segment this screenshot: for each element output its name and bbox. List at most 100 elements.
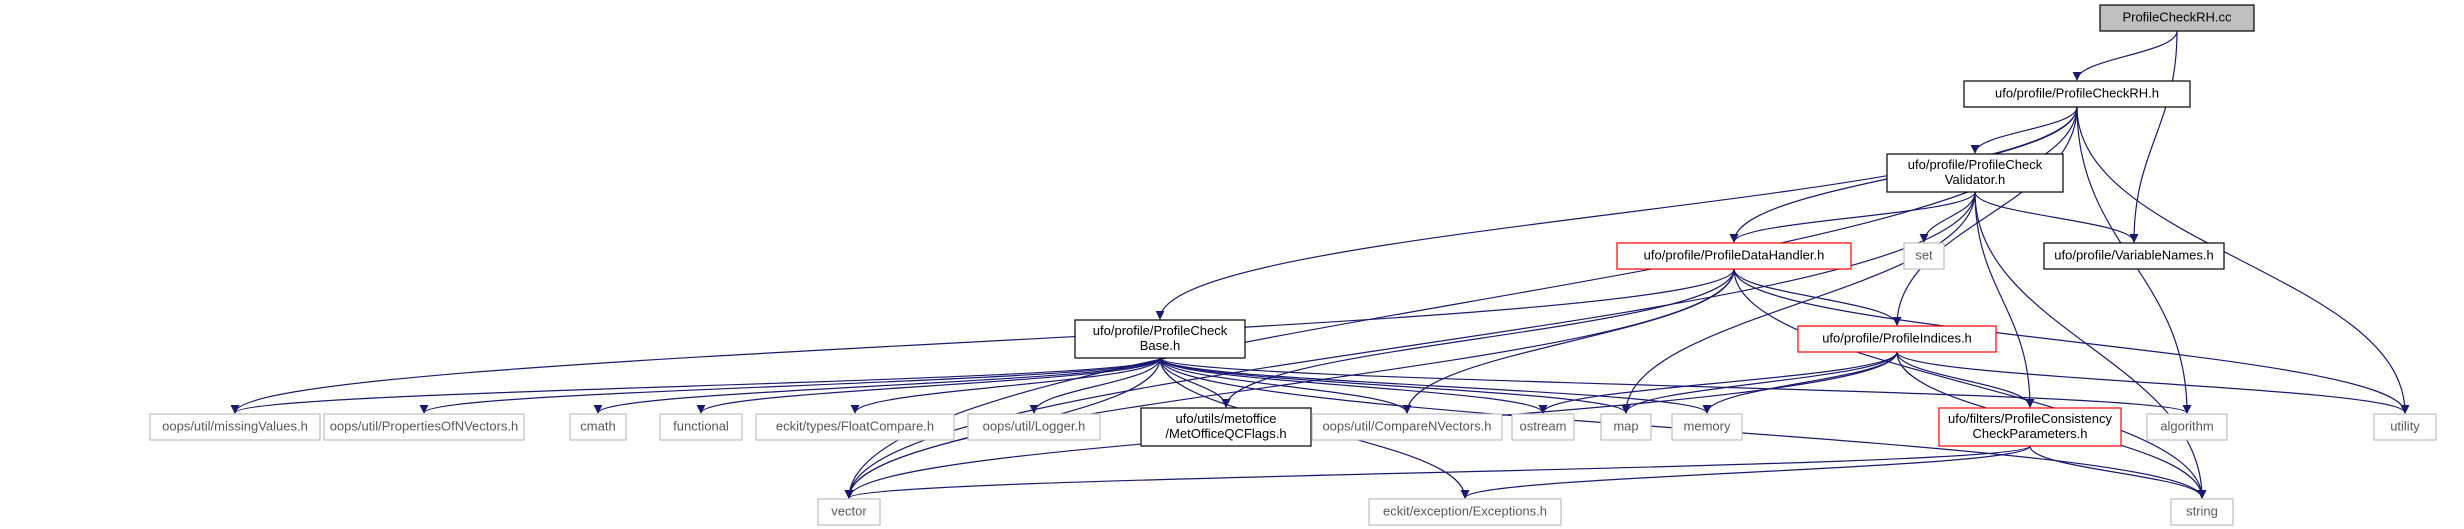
edge-n6-to-n13	[1029, 357, 1161, 414]
node-label-n21-line-0: utility	[2390, 418, 2420, 433]
edge-n0-to-n5	[2129, 30, 2178, 243]
edge-n3-to-n14	[1221, 268, 1735, 408]
edges-layer	[230, 30, 2410, 499]
node-n1[interactable]: ufo/profile/ProfileCheckRH.h	[1963, 80, 2191, 108]
node-n0[interactable]: ProfileCheckRH.cc	[2099, 4, 2255, 32]
edge-n7-to-n18	[1702, 351, 1898, 414]
node-box-n12	[755, 413, 955, 441]
node-n11[interactable]: functional	[659, 413, 743, 441]
edge-n0-to-n1	[2072, 30, 2178, 81]
node-label-n23-line-0: eckit/exception/Exceptions.h	[1383, 503, 1547, 518]
edge-n1-to-n21	[2076, 106, 2410, 414]
node-box-n16	[1511, 413, 1575, 441]
node-n10[interactable]: cmath	[569, 413, 627, 441]
node-n12[interactable]: eckit/types/FloatCompare.h	[755, 413, 955, 441]
node-label-n22-line-0: vector	[831, 503, 867, 518]
edge-n3-to-n7	[1733, 268, 1902, 326]
edge-n1-to-n6	[1155, 106, 2078, 320]
node-n14[interactable]: ufo/utils/metoffice/MetOfficeQCFlags.h	[1140, 407, 1312, 447]
node-box-n23	[1368, 498, 1562, 526]
node-n21[interactable]: utility	[2373, 413, 2437, 441]
node-box-n4	[1903, 242, 1945, 270]
node-label-n16-line-0: ostream	[1520, 418, 1567, 433]
node-box-n17	[1600, 413, 1652, 441]
edge-n6-to-n12	[850, 357, 1161, 414]
node-n5[interactable]: ufo/profile/VariableNames.h	[2043, 242, 2225, 270]
node-n13[interactable]: oops/util/Logger.h	[967, 413, 1101, 441]
edge-n1-to-n7	[1892, 106, 2078, 326]
node-label-n3-line-0: ufo/profile/ProfileDataHandler.h	[1644, 247, 1825, 262]
node-box-n14	[1140, 407, 1312, 447]
edge-n6-to-n18	[1159, 357, 1712, 414]
edge-n7-to-n17	[1621, 351, 1898, 414]
node-label-n0-line-0: ProfileCheckRH.cc	[2122, 9, 2232, 24]
edge-n6-to-n15	[1159, 357, 1412, 414]
node-box-n20	[2146, 413, 2228, 441]
node-n9[interactable]: oops/util/PropertiesOfNVectors.h	[323, 413, 525, 441]
edge-n2-to-n17	[1621, 191, 1976, 414]
node-label-n15-line-0: oops/util/CompareNVectors.h	[1322, 418, 1491, 433]
node-n15[interactable]: oops/util/CompareNVectors.h	[1311, 413, 1503, 441]
edge-n6-to-n8	[230, 357, 1161, 414]
edge-n19-to-n23	[1460, 445, 2031, 499]
node-n19[interactable]: ufo/filters/ProfileConsistencyCheckParam…	[1938, 407, 2122, 447]
edge-n2-to-n19	[1974, 191, 2035, 408]
node-label-n20-line-0: algorithm	[2160, 418, 2213, 433]
edge-n3-to-n24	[1733, 268, 2207, 499]
node-box-n0	[2099, 4, 2255, 32]
edge-n2-to-n24	[1974, 191, 2207, 499]
node-n23[interactable]: eckit/exception/Exceptions.h	[1368, 498, 1562, 526]
edge-n6-to-n9	[419, 357, 1161, 414]
node-n3[interactable]: ufo/profile/ProfileDataHandler.h	[1616, 242, 1852, 270]
node-box-n5	[2043, 242, 2225, 270]
edge-n19-to-n24	[2029, 445, 2207, 499]
node-box-n13	[967, 413, 1101, 441]
node-label-n11-line-0: functional	[673, 418, 729, 433]
node-n8[interactable]: oops/util/missingValues.h	[149, 413, 321, 441]
nodes-layer: ProfileCheckRH.cc ufo/profile/ProfileChec…	[149, 4, 2437, 526]
node-box-n1	[1963, 80, 2191, 108]
node-label-n2-line-0: ufo/profile/ProfileCheck	[1908, 157, 2043, 172]
node-label-n7-line-0: ufo/profile/ProfileIndices.h	[1822, 330, 1972, 345]
node-n7[interactable]: ufo/profile/ProfileIndices.h	[1797, 325, 1997, 353]
node-box-n3	[1616, 242, 1852, 270]
edge-n19-to-n22	[844, 445, 2031, 499]
node-label-n4-line-0: set	[1915, 247, 1933, 262]
node-box-n15	[1311, 413, 1503, 441]
edge-n6-to-n10	[593, 357, 1161, 414]
edge-n6-to-n14	[1159, 357, 1231, 408]
node-box-n24	[2170, 498, 2234, 526]
edge-n7-to-n16	[1538, 351, 1898, 414]
node-n18[interactable]: memory	[1671, 413, 1743, 441]
node-box-n9	[323, 413, 525, 441]
node-box-n2	[1886, 153, 2064, 193]
edge-n6-to-n11	[696, 357, 1161, 414]
node-label-n10-line-0: cmath	[580, 418, 615, 433]
node-label-n24-line-0: string	[2186, 503, 2218, 518]
edge-n6-to-n20	[1159, 357, 2192, 414]
node-box-n11	[659, 413, 743, 441]
node-n24[interactable]: string	[2170, 498, 2234, 526]
node-n17[interactable]: map	[1600, 413, 1652, 441]
edge-n3-to-n21	[1733, 268, 2410, 414]
node-label-n2-line-1: Validator.h	[1945, 172, 2005, 187]
edge-n6-to-n17	[1159, 357, 1631, 414]
node-label-n18-line-0: memory	[1684, 418, 1731, 433]
node-n20[interactable]: algorithm	[2146, 413, 2228, 441]
edge-n3-to-n15	[1402, 268, 1735, 414]
node-label-n14-line-0: ufo/utils/metoffice	[1176, 411, 1277, 426]
node-n4[interactable]: set	[1903, 242, 1945, 270]
edge-n1-to-n2	[1970, 106, 2078, 154]
node-label-n9-line-0: oops/util/PropertiesOfNVectors.h	[330, 418, 519, 433]
node-n22[interactable]: vector	[817, 498, 881, 526]
node-box-n10	[569, 413, 627, 441]
node-label-n19-line-1: CheckParameters.h	[1973, 426, 2088, 441]
edge-n3-to-n8	[230, 268, 1735, 414]
edge-n6-to-n16	[1159, 357, 1548, 414]
node-n16[interactable]: ostream	[1511, 413, 1575, 441]
node-label-n8-line-0: oops/util/missingValues.h	[162, 418, 308, 433]
node-label-n5-line-0: ufo/profile/VariableNames.h	[2054, 247, 2213, 262]
